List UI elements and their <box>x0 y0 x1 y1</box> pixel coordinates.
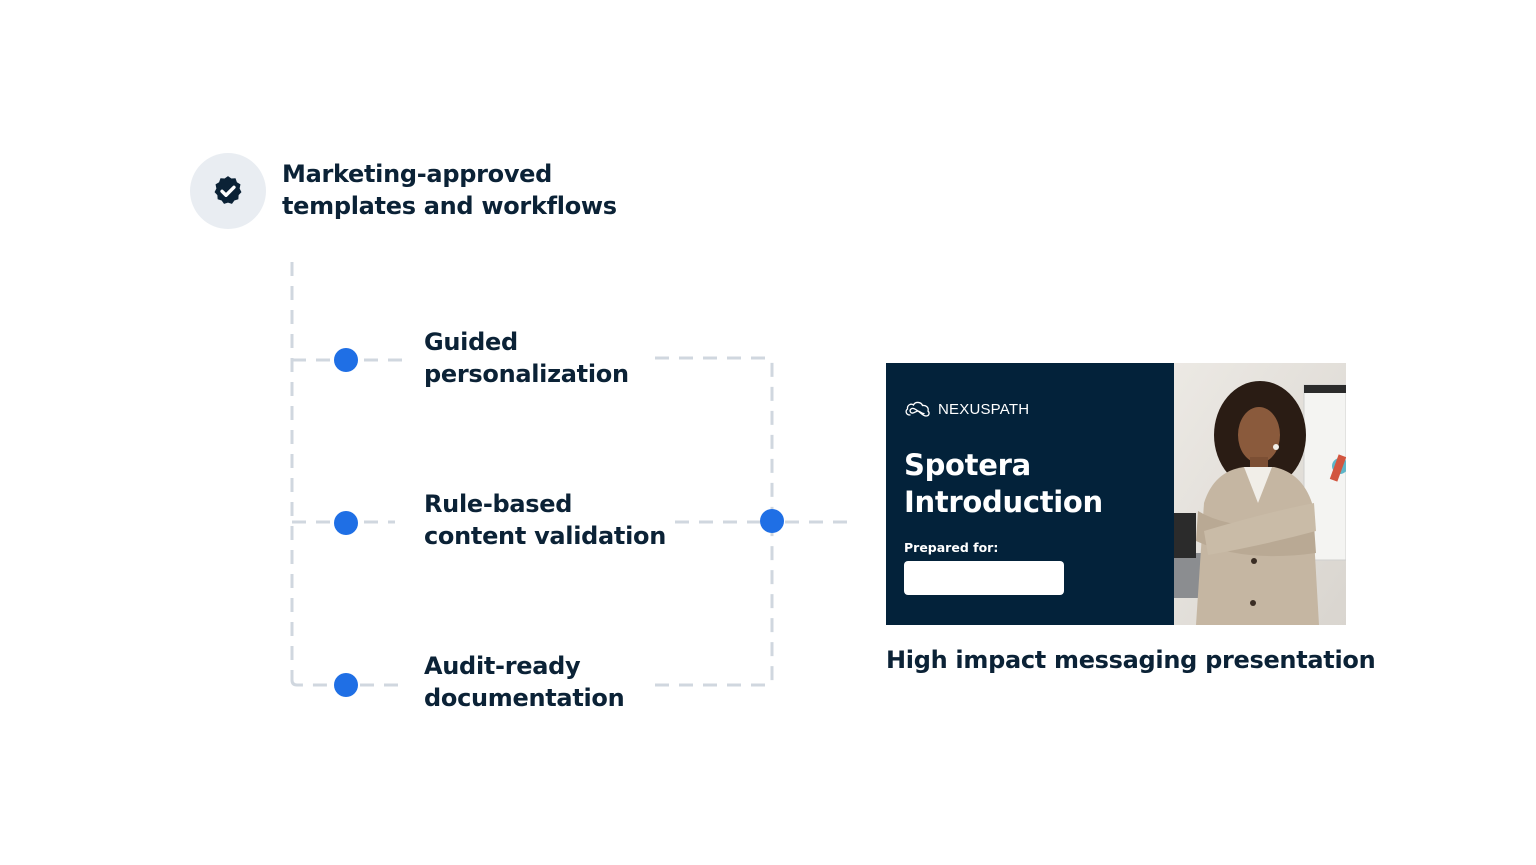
section-heading: Marketing-approved templates and workflo… <box>282 158 617 222</box>
verified-badge-icon <box>214 176 242 204</box>
woman-arms-crossed-photo <box>1174 363 1346 625</box>
title-line-1: Spotera <box>904 448 1031 482</box>
right-bracket-top <box>655 356 774 522</box>
bottom-left-corner <box>290 679 330 687</box>
feature-line-1: Guided <box>424 328 518 356</box>
presentation-preview-card[interactable]: NEXUSPATH Spotera Introduction Prepared … <box>886 363 1346 625</box>
dot-audit <box>334 673 358 697</box>
feature-line-2: content validation <box>424 522 667 550</box>
feature-line-1: Audit-ready <box>424 652 581 680</box>
feature-rule-based-validation: Rule-based content validation <box>424 488 666 552</box>
prepared-for-label: Prepared for: <box>904 540 999 555</box>
cloud-infinity-icon <box>905 401 930 417</box>
verified-badge <box>190 153 266 229</box>
photo-illustration <box>1174 363 1346 625</box>
feature-line-1: Rule-based <box>424 490 573 518</box>
heading-line-1: Marketing-approved <box>282 160 553 188</box>
card-title-panel: NEXUSPATH Spotera Introduction Prepared … <box>886 363 1174 625</box>
brand-name: NEXUSPATH <box>938 400 1030 418</box>
right-bracket-bottom <box>655 522 774 687</box>
feature-guided-personalization: Guided personalization <box>424 326 629 390</box>
dot-guided <box>334 348 358 372</box>
dot-rule <box>334 511 358 535</box>
presentation-caption: High impact messaging presentation <box>886 646 1376 674</box>
presentation-title: Spotera Introduction <box>904 447 1103 521</box>
heading-line-2: templates and workflows <box>282 192 617 220</box>
feature-audit-ready-documentation: Audit-ready documentation <box>424 650 625 714</box>
feature-line-2: documentation <box>424 684 625 712</box>
prepared-for-input[interactable] <box>904 561 1064 595</box>
dot-junction <box>760 509 784 533</box>
brand-logo: NEXUSPATH <box>904 399 1029 419</box>
feature-line-2: personalization <box>424 360 629 388</box>
title-line-2: Introduction <box>904 485 1103 519</box>
